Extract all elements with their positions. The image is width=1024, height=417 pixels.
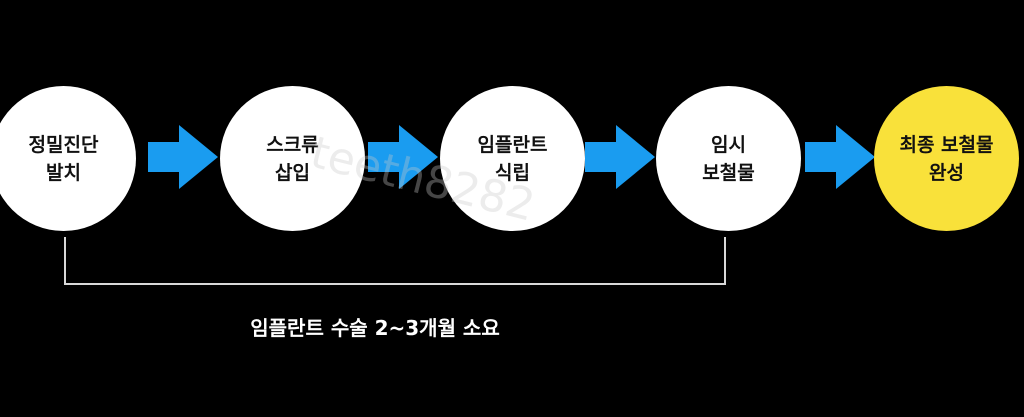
step-3-line-2: 식립 (495, 161, 530, 184)
step-1-line-1: 정밀진단 (28, 133, 99, 156)
step-diagnosis-extraction: 정밀진단 발치 (0, 86, 136, 231)
step-temporary-prosthesis: 임시 보철물 (656, 86, 801, 231)
step-5-line-1: 최종 보철물 (899, 133, 994, 156)
step-2-line-1: 스크류 (266, 133, 319, 156)
duration-bracket (64, 237, 726, 285)
step-implant-placement: 임플란트 식립 (440, 86, 585, 231)
arrow-right-icon (148, 125, 218, 189)
step-1-line-2: 발치 (46, 161, 81, 184)
step-2-line-2: 삽입 (275, 161, 310, 184)
step-final-prosthesis: 최종 보철물 완성 (874, 86, 1019, 231)
step-5-line-2: 완성 (929, 161, 964, 184)
step-3-line-1: 임플란트 (477, 133, 548, 156)
arrow-right-icon (585, 125, 655, 189)
arrow-right-icon (805, 125, 875, 189)
step-screw-insertion: 스크류 삽입 (220, 86, 365, 231)
step-4-line-1: 임시 (711, 133, 746, 156)
arrow-right-icon (368, 125, 438, 189)
step-4-line-2: 보철물 (702, 161, 755, 184)
duration-caption: 임플란트 수술 2~3개월 소요 (250, 316, 500, 340)
